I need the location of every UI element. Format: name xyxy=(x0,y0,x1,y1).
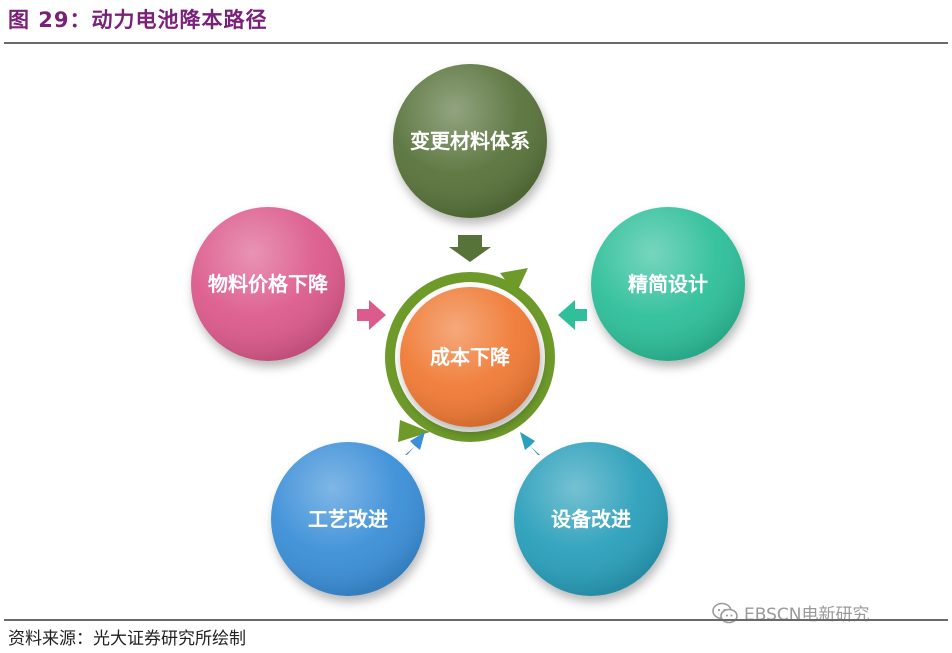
node-process: 工艺改进 xyxy=(271,442,425,596)
top-divider xyxy=(4,42,948,44)
node-equipment: 设备改进 xyxy=(514,442,668,596)
node-process-gloss xyxy=(271,442,425,596)
node-equipment-gloss xyxy=(514,442,668,596)
arrow-from-bottom-left xyxy=(405,432,425,455)
bottom-divider xyxy=(4,619,948,621)
cycle-ring xyxy=(385,272,555,442)
ring-arrowhead-bottom xyxy=(398,420,430,442)
node-design: 精简设计 xyxy=(591,207,745,361)
node-materials-label: 变更材料体系 xyxy=(410,129,530,153)
node-price-gloss xyxy=(191,207,345,361)
node-materials: 变更材料体系 xyxy=(393,64,547,218)
node-price-label: 物料价格下降 xyxy=(208,272,329,296)
node-process-label: 工艺改进 xyxy=(308,507,388,531)
arrow-from-top xyxy=(449,235,491,262)
arrow-from-bottom-right xyxy=(520,432,540,455)
center-node-gloss xyxy=(400,287,540,427)
node-materials-gloss xyxy=(393,64,547,218)
center-group: 成本下降 xyxy=(385,268,555,442)
arrow-from-right xyxy=(558,300,587,330)
watermark: EBSCN电新研究 xyxy=(712,600,869,625)
ring-arrowhead-top xyxy=(500,268,528,294)
node-design-label: 精简设计 xyxy=(628,272,708,296)
figure-title: 图 29：动力电池降本路径 xyxy=(8,8,268,32)
center-node-label: 成本下降 xyxy=(430,345,511,369)
wechat-icon xyxy=(712,602,738,623)
source-note: 资料来源：光大证券研究所绘制 xyxy=(8,629,246,649)
watermark-text: EBSCN电新研究 xyxy=(744,605,870,625)
node-equipment-label: 设备改进 xyxy=(551,507,631,531)
node-design-gloss xyxy=(591,207,745,361)
node-price: 物料价格下降 xyxy=(191,207,345,361)
arrows xyxy=(357,235,587,455)
arrow-from-left xyxy=(357,300,386,330)
